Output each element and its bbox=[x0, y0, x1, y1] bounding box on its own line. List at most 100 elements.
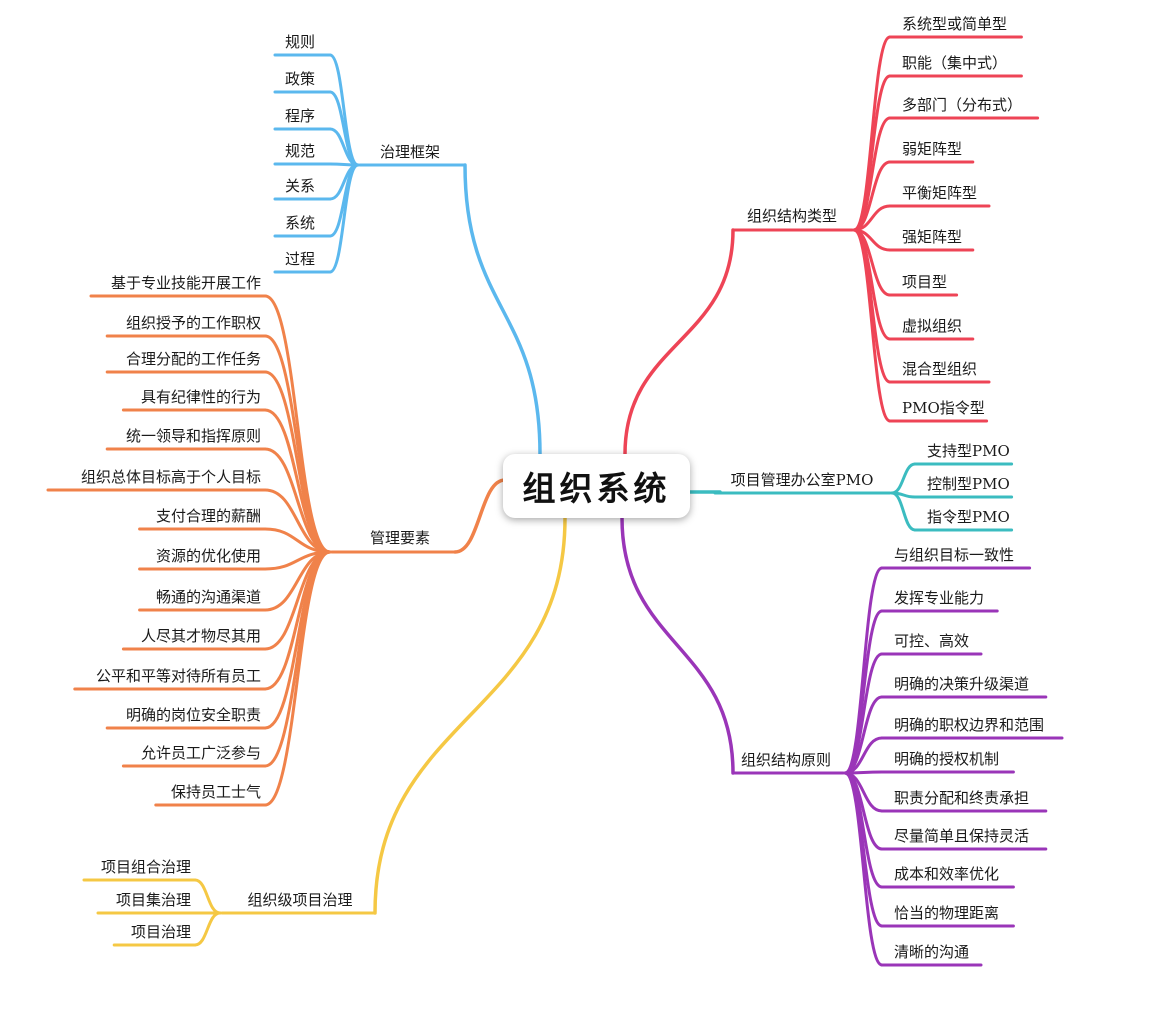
leaf-label: 虚拟组织 bbox=[902, 317, 962, 335]
leaf-connector bbox=[263, 550, 332, 807]
leaf-label: 职能（集中式） bbox=[902, 54, 1007, 72]
branch-label[interactable]: 组织结构原则 bbox=[741, 751, 831, 769]
leaf-label: 畅通的沟通渠道 bbox=[156, 588, 261, 606]
leaf-label: 成本和效率优化 bbox=[894, 865, 999, 883]
leaf-label: 恰当的物理距离 bbox=[894, 904, 999, 922]
leaf-label: 组织授予的工作职权 bbox=[126, 314, 261, 332]
leaf-label: 允许员工广泛参与 bbox=[141, 744, 261, 762]
leaf-connector bbox=[852, 228, 892, 423]
leaf-node[interactable]: 清晰的沟通 bbox=[843, 771, 983, 967]
leaf-label: 明确的决策升级渠道 bbox=[894, 675, 1029, 693]
leaf-connector bbox=[328, 163, 360, 274]
leaf-node[interactable]: 与组织目标一致性 bbox=[843, 546, 1032, 775]
leaf-node[interactable]: 明确的授权机制 bbox=[843, 750, 1015, 775]
leaf-node[interactable]: 政策 bbox=[273, 70, 360, 167]
leaf-label: 项目治理 bbox=[131, 923, 191, 941]
leaf-label: 程序 bbox=[285, 107, 315, 125]
leaf-label: 人尽其才物尽其用 bbox=[141, 627, 261, 645]
leaf-label: 多部门（分布式） bbox=[902, 96, 1022, 114]
leaf-label: 尽量简单且保持灵活 bbox=[894, 827, 1029, 845]
leaf-node[interactable]: 项目治理 bbox=[112, 911, 222, 947]
leaf-label: 规则 bbox=[285, 33, 315, 51]
leaf-node[interactable]: 职责分配和终责承担 bbox=[843, 771, 1048, 813]
leaf-label: 发挥专业能力 bbox=[894, 589, 984, 607]
leaf-node[interactable]: 指令型PMO bbox=[890, 491, 1014, 532]
leaf-node[interactable]: 系统 bbox=[273, 163, 360, 238]
leaf-label: 合理分配的工作任务 bbox=[126, 350, 261, 368]
leaf-connector bbox=[852, 228, 892, 384]
leaf-label: 系统 bbox=[285, 214, 315, 232]
leaf-label: 指令型PMO bbox=[927, 508, 1010, 526]
leaf-label: 明确的授权机制 bbox=[894, 750, 999, 768]
leaf-label: 支持型PMO bbox=[927, 442, 1010, 460]
leaf-label: 项目组合治理 bbox=[101, 858, 191, 876]
leaf-node[interactable]: 控制型PMO bbox=[890, 475, 1014, 499]
leaf-node[interactable]: 保持员工士气 bbox=[154, 550, 332, 807]
leaf-connector bbox=[263, 550, 332, 768]
leaf-connector bbox=[843, 771, 884, 928]
leaf-node[interactable]: 强矩阵型 bbox=[852, 228, 975, 252]
leaf-node[interactable]: 组织总体目标高于个人目标 bbox=[46, 468, 332, 554]
leaf-connector bbox=[843, 771, 884, 967]
leaf-connector bbox=[263, 488, 332, 554]
branch-management: 管理要素 基于专业技能开展工作组织授予的工作职权合理分配的工作任务具有纪律性的行为… bbox=[46, 274, 507, 807]
branch-label[interactable]: 项目管理办公室PMO bbox=[731, 471, 874, 489]
leaf-label: 系统型或简单型 bbox=[902, 15, 1007, 33]
branch-pmo: 项目管理办公室PMO 支持型PMO 控制型PMO 指令型PMO bbox=[688, 442, 1014, 532]
branch-label[interactable]: 管理要素 bbox=[370, 529, 430, 547]
leaf-connector bbox=[193, 878, 222, 915]
branch-principles: 组织结构原则 与组织目标一致性发挥专业能力可控、高效明确的决策升级渠道明确的职权边… bbox=[620, 516, 1064, 967]
leaf-label: 与组织目标一致性 bbox=[894, 546, 1014, 564]
leaf-node[interactable]: 具有纪律性的行为 bbox=[121, 388, 332, 554]
branch-label[interactable]: 组织级项目治理 bbox=[247, 891, 352, 909]
leaf-connector bbox=[890, 462, 917, 495]
leaf-node[interactable]: 过程 bbox=[273, 163, 360, 274]
leaf-node[interactable]: 畅通的沟通渠道 bbox=[138, 550, 332, 612]
leaf-node[interactable]: 资源的优化使用 bbox=[138, 547, 332, 571]
trunk-connector bbox=[620, 516, 735, 775]
leaf-label: 资源的优化使用 bbox=[156, 547, 261, 565]
leaf-label: 保持员工士气 bbox=[171, 783, 261, 801]
trunk-connector bbox=[373, 516, 567, 915]
leaf-label: 项目集治理 bbox=[116, 891, 191, 909]
leaf-node[interactable]: 统一领导和指挥原则 bbox=[105, 427, 332, 554]
leaf-label: 项目型 bbox=[902, 273, 947, 291]
trunk-connector bbox=[453, 478, 507, 554]
leaf-label: 弱矩阵型 bbox=[902, 140, 962, 158]
leaf-node[interactable]: 支付合理的薪酬 bbox=[138, 507, 332, 554]
leaf-label: 政策 bbox=[285, 70, 315, 88]
leaf-label: 公平和平等对待所有员工 bbox=[96, 667, 261, 685]
leaf-label: 可控、高效 bbox=[894, 632, 969, 650]
leaf-label: 规范 bbox=[285, 142, 315, 160]
leaf-label: 职责分配和终责承担 bbox=[894, 789, 1029, 807]
leaf-label: 过程 bbox=[285, 250, 315, 268]
trunk-connector bbox=[463, 163, 542, 456]
leaf-node[interactable]: 明确的职权边界和范围 bbox=[843, 716, 1064, 775]
leaf-node[interactable]: 关系 bbox=[273, 163, 360, 201]
leaf-connector bbox=[263, 447, 332, 554]
leaf-label: 平衡矩阵型 bbox=[902, 184, 977, 202]
leaf-label: 组织总体目标高于个人目标 bbox=[81, 468, 261, 486]
leaf-connector bbox=[843, 609, 884, 775]
root-node[interactable]: 组织系统 bbox=[503, 454, 690, 518]
leaf-label: 强矩阵型 bbox=[902, 228, 962, 246]
leaf-connector bbox=[890, 491, 917, 532]
leaf-label: PMO指令型 bbox=[902, 399, 985, 417]
leaf-connector bbox=[193, 911, 222, 947]
branch-label[interactable]: 组织结构类型 bbox=[747, 207, 837, 225]
leaf-node[interactable]: 成本和效率优化 bbox=[843, 771, 1015, 889]
leaf-label: 明确的岗位安全职责 bbox=[126, 706, 261, 724]
leaf-node[interactable]: 项目集治理 bbox=[96, 891, 222, 915]
leaf-label: 基于专业技能开展工作 bbox=[111, 274, 261, 292]
leaf-label: 统一领导和指挥原则 bbox=[126, 427, 261, 445]
leaf-node[interactable]: PMO指令型 bbox=[852, 228, 989, 423]
trunk-connector bbox=[623, 228, 735, 456]
leaf-label: 控制型PMO bbox=[927, 475, 1010, 493]
leaf-label: 具有纪律性的行为 bbox=[141, 388, 261, 406]
branch-label[interactable]: 治理框架 bbox=[380, 143, 440, 161]
